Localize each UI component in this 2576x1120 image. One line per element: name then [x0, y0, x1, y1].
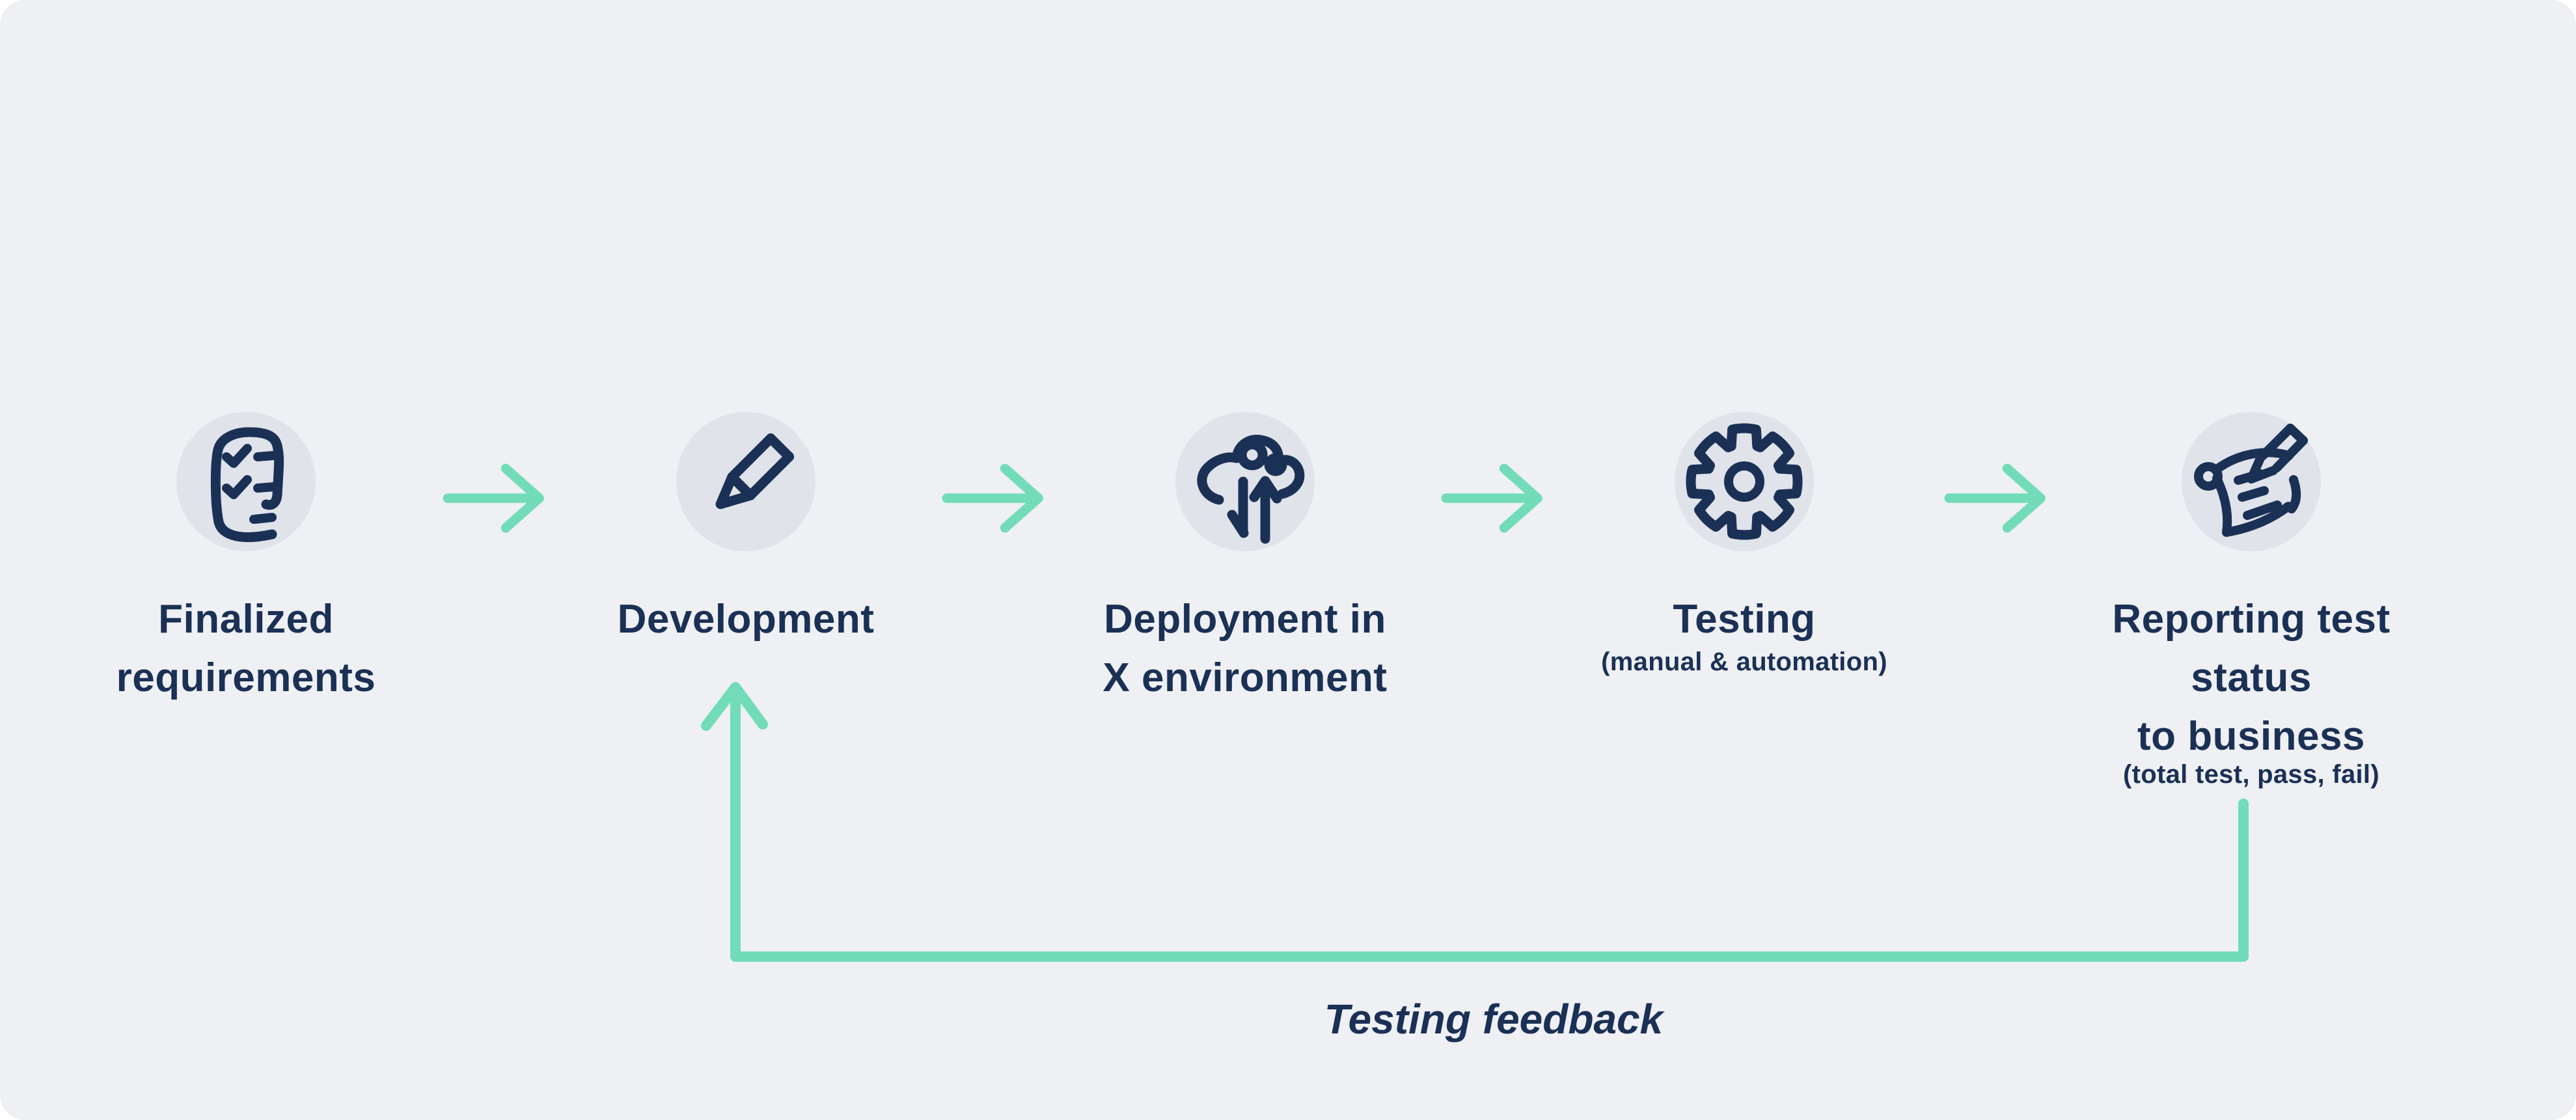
step-label: Deployment in X environment [1103, 597, 1388, 700]
feedback-loop-arrow-icon [701, 682, 2249, 962]
step-icon-circle [676, 412, 815, 551]
report-pencil-icon [2194, 424, 2308, 537]
flow-arrow-icon [1944, 463, 2046, 533]
checklist-icon [210, 427, 284, 542]
step-label: Finalized requirements [116, 597, 376, 700]
feedback-label: Testing feedback [1324, 996, 1664, 1043]
flow-arrow-icon [942, 463, 1043, 533]
step-icon-circle [176, 412, 316, 551]
step-icon-circle [2182, 412, 2321, 551]
step-sublabel: (total test, pass, fail) [2123, 760, 2379, 789]
gear-icon [1686, 423, 1803, 540]
step-label: Development [617, 597, 875, 642]
flow-arrow-icon [1441, 463, 1542, 533]
step-icon-circle [1675, 412, 1814, 551]
cloud-deploy-icon [1197, 435, 1305, 544]
flow-arrow-icon [443, 463, 544, 533]
pencil-icon [715, 433, 794, 510]
step-label: Testing [1673, 597, 1816, 642]
step-label: Reporting test status to business [2112, 597, 2391, 759]
step-sublabel: (manual & automation) [1601, 648, 1887, 676]
step-icon-circle [1175, 412, 1315, 551]
